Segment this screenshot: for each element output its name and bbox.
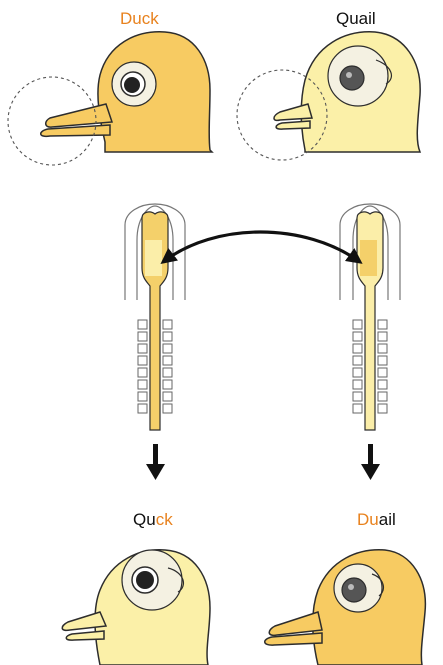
quail-lower-bill (276, 121, 310, 129)
duck-head (8, 32, 212, 165)
quail-upper-bill (274, 104, 312, 120)
duail-head (265, 550, 426, 665)
quck-label-part1: Qu (133, 510, 156, 529)
duck-embryo (125, 204, 185, 430)
duck-label: Duck (120, 9, 159, 29)
duail-label-part1: Du (357, 510, 379, 529)
quck-label-part2: ck (156, 510, 173, 529)
quck-lower-bill (66, 631, 104, 640)
quck-pupil (136, 571, 154, 589)
duail-label: Duail (357, 510, 396, 530)
quck-label: Quck (133, 510, 173, 530)
transplant-arrow-icon (163, 232, 360, 262)
quail-embryo (340, 204, 400, 430)
right-down-arrow-icon (361, 444, 380, 480)
duail-label-part2: ail (379, 510, 396, 529)
quail-label: Quail (336, 9, 376, 29)
duck-graft-region (145, 240, 162, 276)
duail-eye (342, 578, 366, 602)
quail-head (237, 32, 420, 160)
quck-head (62, 550, 210, 665)
duck-pupil (124, 77, 140, 93)
quail-eye (340, 66, 364, 90)
quail-graft-region (360, 240, 377, 276)
left-down-arrow-icon (146, 444, 165, 480)
